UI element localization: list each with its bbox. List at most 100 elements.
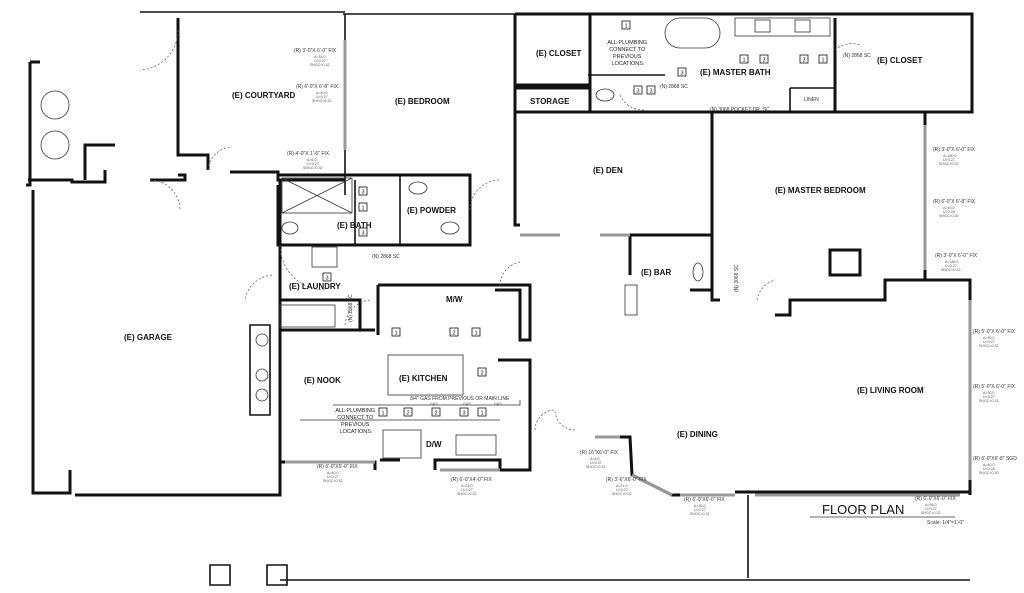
windows <box>285 40 972 497</box>
svg-text:A=8.0: A=8.0 <box>590 457 600 461</box>
svg-text:SHGC=0.32: SHGC=0.32 <box>941 268 960 272</box>
svg-text:A=21.0: A=21.0 <box>616 484 628 488</box>
svg-text:(R) 6'-0"X6'-0" FIX: (R) 6'-0"X6'-0" FIX <box>915 496 956 502</box>
window-callout: (R) 3'-0"X 6'-0" FIXA=180.0U=0.27SHGC=0.… <box>935 253 978 272</box>
fixture-tag: 3 <box>322 272 332 282</box>
door-note: (N) 2868 SC <box>843 53 871 59</box>
svg-text:2: 2 <box>452 331 455 337</box>
room-label-master-bedroom: (E) MASTER BEDROOM <box>775 186 866 195</box>
svg-text:(R) 5'-0"X 6'-0" FIX: (R) 5'-0"X 6'-0" FIX <box>973 384 1016 390</box>
fixture-tag: 1 <box>378 407 388 417</box>
svg-text:(R) 6'-0"X 6'-8" FIX: (R) 6'-0"X 6'-8" FIX <box>933 199 976 205</box>
svg-text:1: 1 <box>394 331 397 337</box>
svg-text:SHGC=0.32: SHGC=0.32 <box>457 492 476 496</box>
svg-text:(R) 5'-0"X 6'-0" FIX: (R) 5'-0"X 6'-0" FIX <box>973 329 1016 335</box>
toilet <box>281 221 299 235</box>
svg-text:2: 2 <box>434 411 437 417</box>
svg-text:SHGC=0.32: SHGC=0.32 <box>612 492 631 496</box>
svg-text:(R) 6'-0"X6'-8" SGD: (R) 6'-0"X6'-8" SGD <box>973 456 1017 462</box>
svg-text:2: 2 <box>406 411 409 417</box>
fixture-tag: 1 <box>739 54 749 64</box>
vanity <box>734 17 831 37</box>
fixture-tags: 1 3 1 3 3 1 3 3 3 1 3 3 1 2 1 2 1 2 2 3 … <box>322 20 828 417</box>
door-notes: (N) 2868 SC (N) 3068 POCKET DR. SC (N) 2… <box>348 53 871 322</box>
door-note: (N) 3068 POCKET DR. SC <box>710 107 770 113</box>
walls <box>26 11 974 586</box>
kitchen-island <box>387 354 464 396</box>
room-label-bar: (E) BAR <box>641 268 671 277</box>
svg-text:3: 3 <box>361 231 364 237</box>
svg-text:U=0.27: U=0.27 <box>925 507 937 511</box>
label-dishwasher: D/W <box>426 440 442 449</box>
svg-text:(R) 3'-6"X6'-0" FIX: (R) 3'-6"X6'-0" FIX <box>606 477 647 483</box>
doors <box>139 29 861 431</box>
door-note: (N) 2868 SC <box>348 294 354 322</box>
toilet <box>440 221 460 235</box>
range <box>382 429 422 459</box>
svg-text:(R) 6'-0"X6'-0" FIX: (R) 6'-0"X6'-0" FIX <box>684 497 725 503</box>
svg-text:1: 1 <box>480 411 483 417</box>
svg-text:A=30.0: A=30.0 <box>983 391 995 395</box>
svg-text:(R) 3'-0"X 6'-0" FIX: (R) 3'-0"X 6'-0" FIX <box>935 253 978 259</box>
svg-text:(R) 4'-0"X 1'-6" FIX: (R) 4'-0"X 1'-6" FIX <box>287 151 330 157</box>
sink <box>408 181 428 195</box>
svg-text:A=180.0: A=180.0 <box>945 260 959 264</box>
room-label-closet-master: (E) CLOSET <box>877 56 922 65</box>
svg-text:SHGC=0.30: SHGC=0.30 <box>979 471 998 475</box>
window-callouts: (R) 3'-0"X 6'-0" FIXA=18.0U=0.27SHGC=0.3… <box>287 48 1017 516</box>
svg-text:A=30.0: A=30.0 <box>983 336 995 340</box>
svg-text:U=0.27: U=0.27 <box>314 59 326 63</box>
plumbing-note-master: ALL PLUMBING CONNECT TO PREVIOUS LOCATIO… <box>607 40 648 67</box>
svg-text:2: 2 <box>480 371 483 377</box>
gas-line-note: 3/4" GAS FROM PREVIOUS OR MAIN LINE <box>410 396 510 402</box>
room-label-kitchen: (E) KITCHEN <box>399 374 448 383</box>
svg-text:SHGC=0.32: SHGC=0.32 <box>586 465 605 469</box>
fixture-tag: 3 <box>358 186 368 196</box>
svg-text:A=180.0: A=180.0 <box>943 154 957 158</box>
room-label-living-room: (E) LIVING ROOM <box>857 386 924 395</box>
notes: ALL PLUMBING CONNECT TO PREVIOUS LOCATIO… <box>335 40 648 435</box>
drawing-scale: Scale: 1/4"=1'-0" <box>927 520 964 526</box>
toilet <box>595 88 615 102</box>
window-callout: (R) 3'-0"X 6'-0" FIXA=18.0U=0.27SHGC=0.3… <box>294 48 337 67</box>
fixture-tag: 1 <box>391 327 401 337</box>
svg-text:U=0.27: U=0.27 <box>983 340 995 344</box>
svg-text:3: 3 <box>680 71 683 77</box>
svg-text:U=0.28: U=0.28 <box>943 210 955 214</box>
svg-text:SHGC=0.32: SHGC=0.32 <box>921 511 940 515</box>
fixture-tag: 2 <box>449 327 459 337</box>
svg-text:(R) 16"X6'-0" FIX: (R) 16"X6'-0" FIX <box>580 450 619 456</box>
svg-text:SHGC=0.32: SHGC=0.32 <box>303 166 322 170</box>
room-label-closet: (E) CLOSET <box>536 49 581 58</box>
svg-text:A=36.0: A=36.0 <box>925 503 937 507</box>
svg-text:SHGC=0.32: SHGC=0.32 <box>979 344 998 348</box>
svg-text:U=0.27: U=0.27 <box>616 488 628 492</box>
svg-text:SHGC=0.33: SHGC=0.33 <box>979 399 998 403</box>
room-label-bedroom: (E) BEDROOM <box>395 97 450 106</box>
fixture-tag: 1 <box>477 407 487 417</box>
svg-text:U=0.27: U=0.27 <box>943 158 955 162</box>
fixture-tag: 3 <box>633 85 643 95</box>
room-label-master-bath: (E) MASTER BATH <box>700 68 771 77</box>
room-label-garage: (E) GARAGE <box>124 333 173 342</box>
svg-text:3: 3 <box>361 190 364 196</box>
svg-text:1: 1 <box>821 58 824 64</box>
svg-text:A=24.0: A=24.0 <box>461 484 473 488</box>
svg-text:(R) 6'-0"X 6'-8" FIX: (R) 6'-0"X 6'-8" FIX <box>296 84 339 90</box>
svg-text:(R) 6'-0"X4'-0" FIX: (R) 6'-0"X4'-0" FIX <box>451 477 492 483</box>
room-label-courtyard: (E) COURTYARD <box>232 91 295 100</box>
window-callout: (R) 3'-0"X 6'-0" FIXA=180.0U=0.27SHGC=0.… <box>933 147 976 166</box>
svg-text:U=0.27: U=0.27 <box>590 461 602 465</box>
room-label-dining: (E) DINING <box>677 430 718 439</box>
svg-text:SHGC=0.32: SHGC=0.32 <box>939 162 958 166</box>
fixture-tag: 3 <box>358 227 368 237</box>
fixtures <box>40 17 831 459</box>
fixture-tag: 1 <box>818 54 828 64</box>
room-label-nook: (E) NOOK <box>304 376 341 385</box>
svg-text:(R) 6'-0"X5'-0" FIX: (R) 6'-0"X5'-0" FIX <box>317 464 358 470</box>
window-callout: (R) 6'-0"X 6'-8" FIXA=40.0U=0.28SHGC=0.3… <box>933 199 976 218</box>
